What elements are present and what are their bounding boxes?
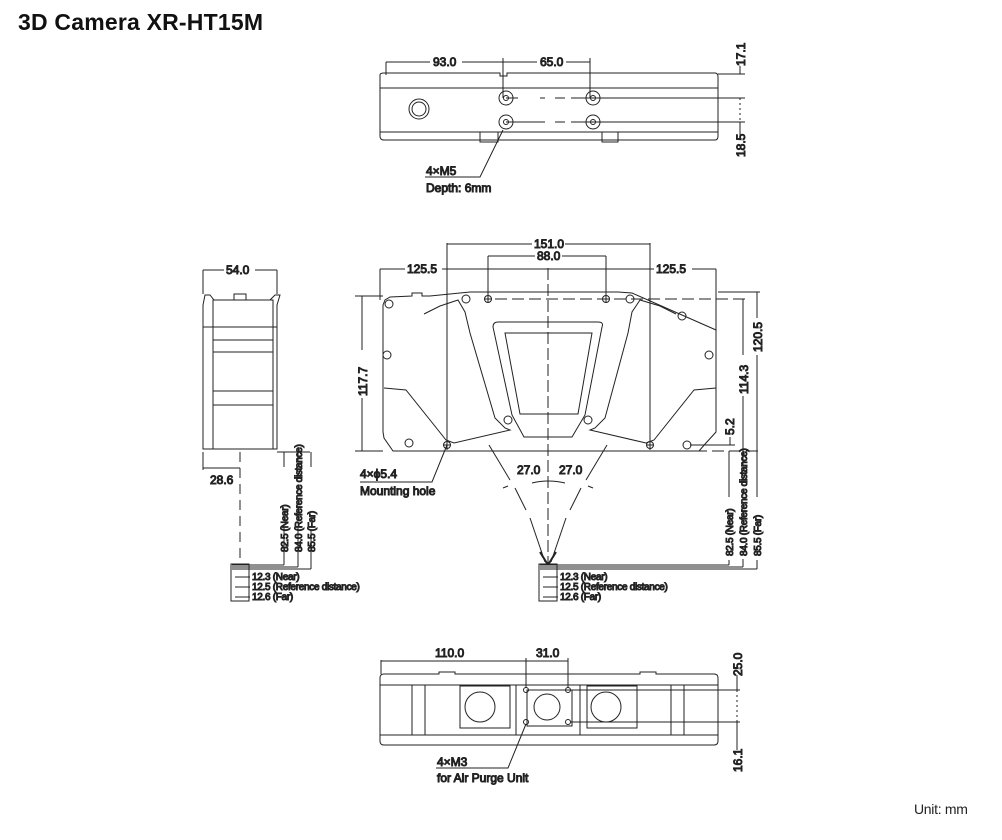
callout-m3: 4×M3 (437, 755, 468, 769)
page-title: 3D Camera XR-HT15M (18, 9, 264, 35)
dim-bottom-110: 110.0 (435, 646, 464, 660)
unit-label: Unit: mm (914, 801, 968, 817)
lens-icon (533, 693, 561, 721)
m3-hole-icon (523, 687, 571, 725)
dim-top-93: 93.0 (433, 55, 457, 69)
connector-icon (408, 98, 430, 120)
callout-m5: 4×M5 (426, 164, 457, 178)
callout-m3-label: for Air Purge Unit (437, 771, 529, 785)
angle-left: 27.0 (517, 463, 541, 477)
dist-front-ref: 84.0 (Reference distance) (739, 448, 750, 556)
dim-front-88: 88.0 (537, 249, 561, 263)
fov-front-near: 12.3 (Near) (560, 572, 607, 583)
dim-front-117-7: 117.7 (356, 367, 370, 396)
dim-bottom-16-1: 16.1 (731, 748, 745, 772)
fov-side-far: 12.6 (Far) (252, 592, 293, 603)
dim-side-54: 54.0 (226, 263, 250, 277)
fov-side-near: 12.3 (Near) (252, 572, 299, 583)
dist-front-near: 82.5 (Near) (725, 509, 736, 556)
bottom-view (379, 658, 740, 769)
dim-front-120-5: 120.5 (751, 322, 765, 352)
dim-front-125-5-right: 125.5 (656, 262, 686, 276)
dist-front-far: 85.5 (Far) (753, 515, 764, 556)
dim-front-151: 151.0 (534, 237, 564, 251)
fov-side-ref: 12.5 (Reference distance) (252, 582, 360, 593)
dim-top-18-5: 18.5 (734, 133, 748, 157)
top-view (379, 58, 745, 178)
angle-right: 27.0 (559, 463, 583, 477)
fov-front-far: 12.6 (Far) (560, 592, 601, 603)
dim-top-17-1: 17.1 (734, 42, 748, 66)
dim-bottom-31: 31.0 (536, 646, 560, 660)
side-view (202, 269, 312, 602)
front-view (355, 243, 760, 602)
callout-m5-depth: Depth: 6mm (426, 181, 491, 195)
lens-icon (590, 691, 622, 723)
dist-side-ref: 84.0 (Reference distance) (294, 444, 305, 552)
callout-mounting-hole-label: Mounting hole (360, 484, 436, 498)
callout-mounting-hole: 4×ϕ5.4 (360, 467, 397, 481)
dist-side-far: 85.5 (Far) (307, 511, 318, 552)
dim-front-125-5-left: 125.5 (407, 262, 437, 276)
dim-front-114-3: 114.3 (737, 365, 751, 394)
mount-hole-icon (498, 90, 601, 130)
dim-front-5-2: 5.2 (723, 418, 737, 435)
fov-front-ref: 12.5 (Reference distance) (560, 582, 668, 593)
lens-icon (464, 691, 496, 723)
dim-side-28-6: 28.6 (210, 473, 234, 487)
dim-top-65: 65.0 (540, 55, 564, 69)
dim-bottom-25: 25.0 (731, 652, 745, 676)
dist-side-near: 82.5 (Near) (280, 505, 291, 552)
